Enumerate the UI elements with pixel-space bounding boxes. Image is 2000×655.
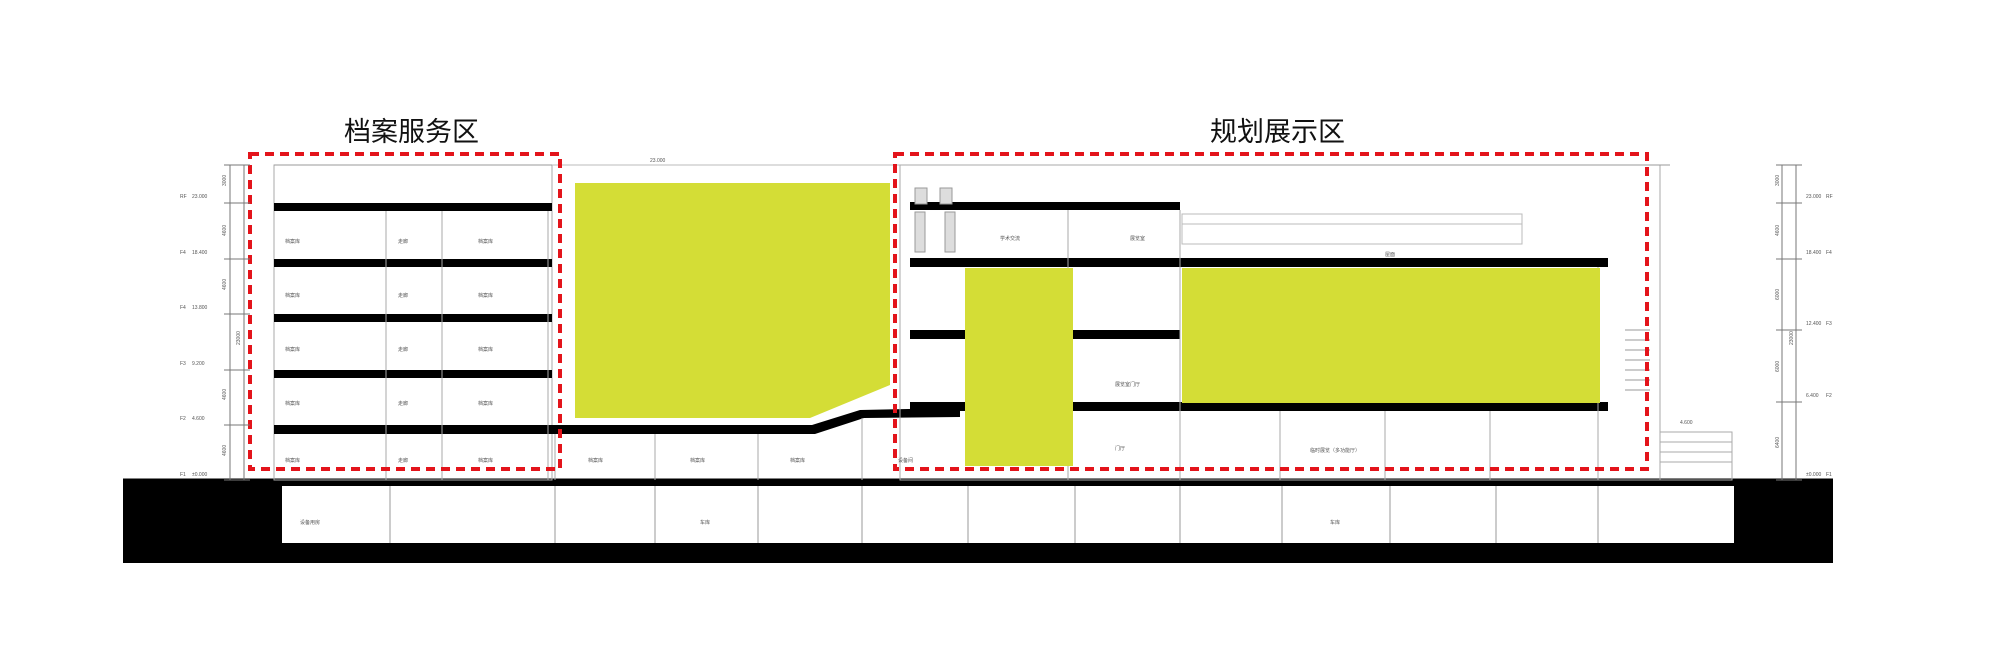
right-dim-2: 4600 — [1775, 225, 1781, 236]
left-dim-4: 23000 — [236, 331, 242, 345]
basement-partitions — [389, 486, 1599, 543]
highlight-block-vertical — [965, 268, 1073, 466]
room-temp-exhibit: 临时展览（多功能厅） — [1310, 447, 1360, 454]
right-elev-f1: ±0.000 — [1806, 472, 1821, 478]
room-f3b-b: 走廊 — [398, 292, 408, 299]
room-f1-c: 档案库 — [478, 457, 493, 464]
right-level-f1: F1 — [1826, 472, 1832, 478]
room-f1-a: 档案库 — [285, 457, 300, 464]
left-level-f2: F2 — [180, 416, 186, 422]
right-annex — [1659, 431, 1733, 481]
ground-room-3: 档案库 — [790, 457, 805, 464]
room-f4-b: 走廊 — [398, 238, 408, 245]
left-elev-f4b: 13.800 — [192, 305, 208, 311]
left-dim-2: 4600 — [222, 225, 228, 236]
room-exhibit-lobby: 展览室门厅 — [1115, 381, 1140, 388]
right-dim-6: 6400 — [1775, 437, 1781, 448]
left-dim-5: 4600 — [222, 389, 228, 400]
top-span-dim: 23.000 — [650, 158, 666, 164]
ground-small-room: 设备间 — [898, 457, 913, 464]
room-f2-b: 走廊 — [398, 400, 408, 407]
left-dimension-chain — [224, 164, 250, 481]
room-academic: 学术交流 — [1000, 235, 1020, 242]
zone-outline-archive — [248, 152, 562, 471]
roof-skylight — [1181, 213, 1523, 245]
room-f3b-c: 档案库 — [478, 292, 493, 299]
left-level-f3: F3 — [180, 361, 186, 367]
right-level-rf: RF — [1826, 194, 1833, 200]
highlight-block-horizontal — [1182, 268, 1600, 403]
room-f4-c: 档案库 — [478, 238, 493, 245]
left-dim-1: 3000 — [222, 175, 228, 186]
zone-label-archive: 档案服务区 — [344, 117, 479, 148]
zone-label-planning: 规划展示区 — [1210, 117, 1345, 148]
right-dim-4: 23000 — [1789, 331, 1795, 345]
basement-room-1: 设备用房 — [300, 519, 320, 526]
room-lobby: 门厅 — [1115, 445, 1125, 452]
roof-note: 屋面 — [1385, 252, 1395, 258]
right-elev-f4: 18.400 — [1806, 250, 1822, 256]
ground-room-1: 档案库 — [588, 457, 603, 464]
room-f2-c: 档案库 — [478, 400, 493, 407]
basement-room-3: 车库 — [1330, 519, 1340, 526]
left-elev-f2: 4.600 — [192, 416, 205, 422]
zone-outline-planning — [893, 152, 1649, 471]
right-level-f4: F4 — [1826, 250, 1832, 256]
archive-partitions — [385, 211, 863, 480]
basement-void — [282, 486, 1734, 543]
ground-room-2: 档案库 — [690, 457, 705, 464]
room-f3-a: 档案库 — [285, 346, 300, 353]
highlight-atrium-center — [575, 183, 890, 418]
left-level-rf: RF — [180, 194, 187, 200]
archive-slabs — [274, 203, 552, 378]
left-elev-rf: 23.000 — [192, 194, 208, 200]
left-elev-f3: 9.200 — [192, 361, 205, 367]
right-dim-3: 6000 — [1775, 289, 1781, 300]
right-dim-5: 6000 — [1775, 361, 1781, 372]
room-f3-c: 档案库 — [478, 346, 493, 353]
room-f3b-a: 档案库 — [285, 292, 300, 299]
right-elev-f3: 12.400 — [1806, 321, 1822, 327]
room-f4-a: 档案库 — [285, 238, 300, 245]
left-dim-6: 4600 — [222, 445, 228, 456]
left-level-f4b: F4 — [180, 305, 186, 311]
right-level-f2: F2 — [1826, 393, 1832, 399]
left-dim-3: 4600 — [222, 279, 228, 290]
right-dimension-chain — [1776, 164, 1802, 481]
room-f2-a: 档案库 — [285, 400, 300, 407]
left-level-f4a: F4 — [180, 250, 186, 256]
level-2-slab-ramp — [274, 408, 960, 434]
room-f1-b: 走廊 — [398, 457, 408, 464]
right-elev-f2: 6.400 — [1806, 393, 1819, 399]
left-elev-f1: ±0.000 — [192, 472, 207, 478]
right-elev-rf: 23.000 — [1806, 194, 1822, 200]
left-level-f1: F1 — [180, 472, 186, 478]
mid-elev-note: 4.600 — [1680, 420, 1693, 426]
room-f3-b: 走廊 — [398, 346, 408, 353]
right-dim-1: 3000 — [1775, 175, 1781, 186]
left-elev-f4a: 18.400 — [192, 250, 208, 256]
right-level-f3: F3 — [1826, 321, 1832, 327]
room-exhibit-upper: 展览室 — [1130, 235, 1145, 242]
core-blocks — [914, 187, 956, 253]
basement-room-2: 车库 — [700, 519, 710, 526]
